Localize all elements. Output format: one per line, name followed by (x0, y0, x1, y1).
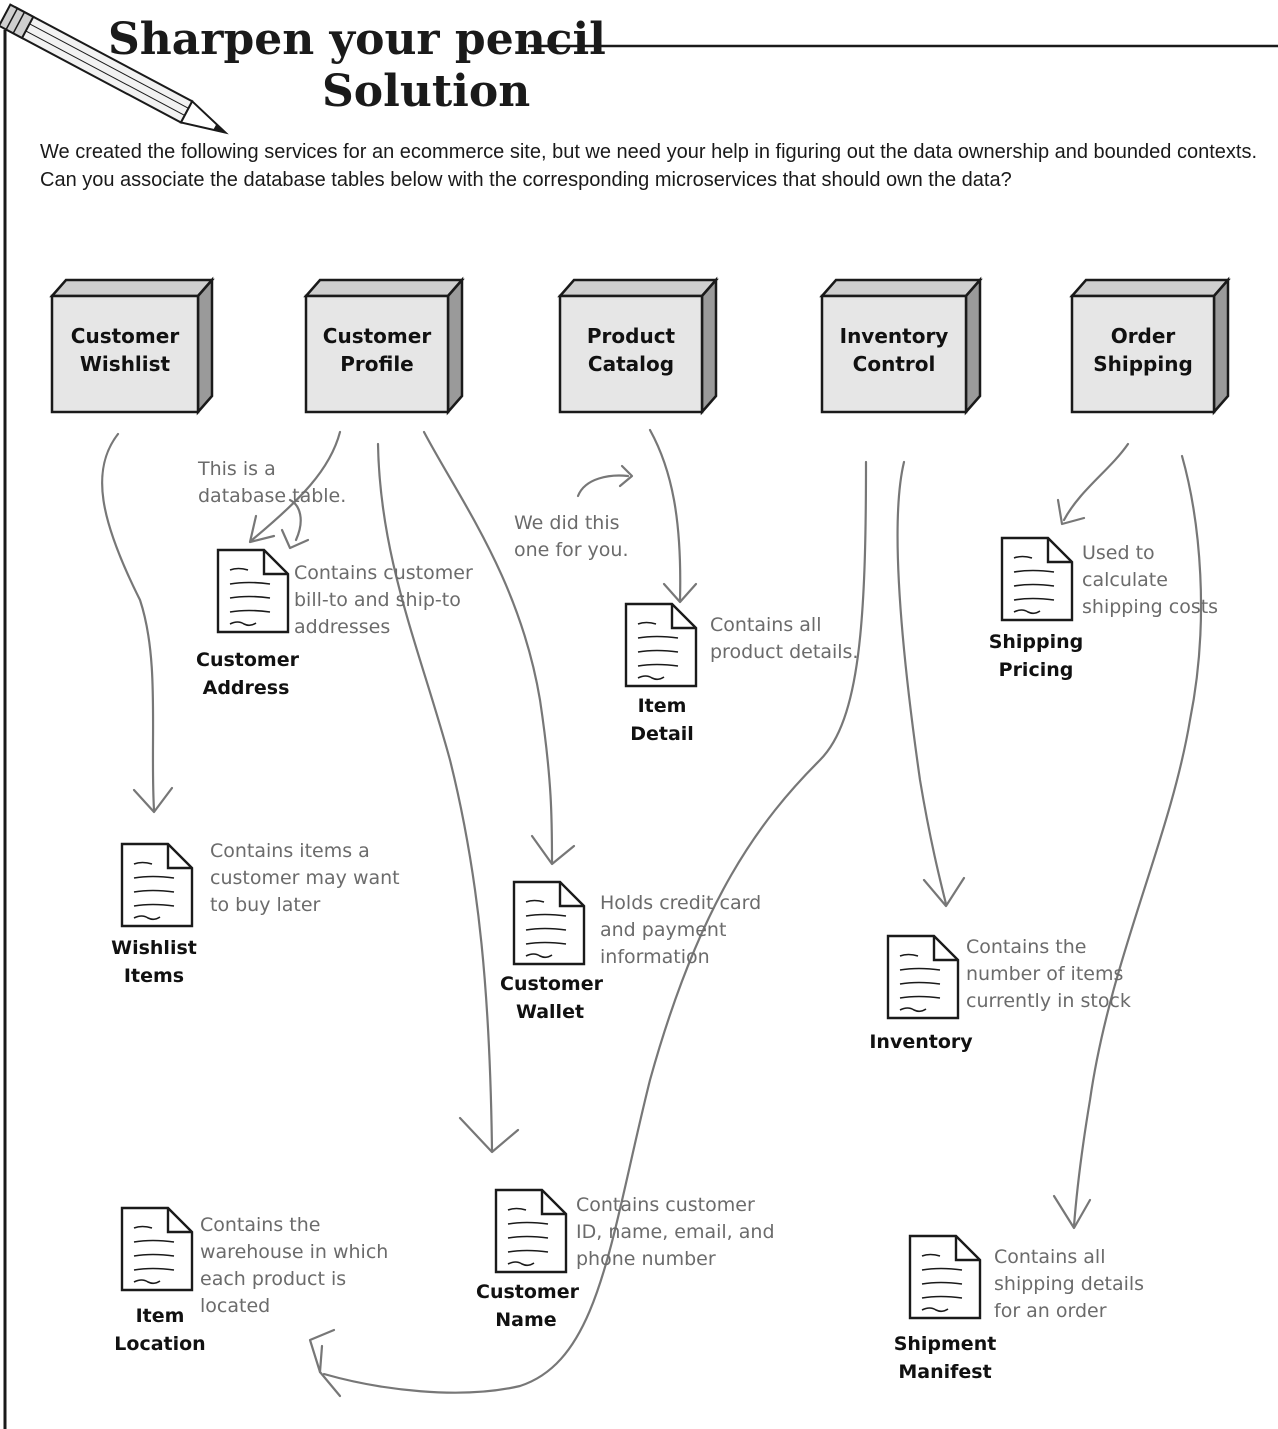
title-line-2: Solution (322, 66, 531, 117)
note-wishlist-items: Contains items a customer may want to bu… (210, 840, 400, 916)
pencil-icon (0, 3, 229, 135)
service-box-customer-profile (303, 276, 465, 416)
document-icon (120, 1206, 194, 1292)
callout-database-table: This is a database table. (198, 458, 347, 507)
arrow-profile-to-customer-name (376, 442, 494, 1152)
table-label-item-detail: Item Detail (630, 695, 694, 745)
service-boxes (49, 276, 1231, 416)
table-label-shipping-pricing: Shipping Pricing (988, 631, 1084, 681)
note-inventory: Contains the number of items currently i… (966, 936, 1131, 1012)
arrow-inventory-control-to-item-location (322, 460, 868, 1394)
table-label-item-location: Item Location (114, 1305, 206, 1355)
document-icon (216, 548, 290, 634)
note-item-location: Contains the warehouse in which each pro… (200, 1214, 389, 1317)
note-customer-address: Contains customer bill-to and ship-to ad… (294, 562, 473, 638)
service-box-order-shipping (1069, 276, 1231, 416)
service-box-inventory-control (819, 276, 983, 416)
note-customer-name: Contains customer ID, name, email, and p… (576, 1194, 775, 1270)
service-label-customer-profile: Customer Profile (322, 324, 432, 376)
note-customer-wallet: Holds credit card and payment informatio… (600, 892, 762, 968)
arrow-shipping-to-shipment-manifest (1072, 454, 1203, 1228)
service-label-inventory-control: Inventory Control (839, 324, 949, 376)
arrow-wishlist-to-wishlist-items (101, 432, 156, 812)
document-icon (120, 842, 194, 928)
title-line-1: Sharpen your pencil (108, 14, 606, 65)
note-shipment-manifest: Contains all shipping details for an ord… (994, 1246, 1145, 1322)
service-box-product-catalog (557, 276, 719, 416)
note-shipping-pricing: Used to calculate shipping costs (1082, 542, 1219, 618)
table-label-wishlist-items: Wishlist Items (111, 937, 197, 987)
intro-text: We created the following services for an… (40, 141, 1258, 191)
service-label-order-shipping: Order Shipping (1093, 324, 1193, 376)
arrow-profile-to-customer-wallet (422, 430, 554, 864)
table-label-customer-wallet: Customer Wallet (500, 973, 603, 1023)
arrow-catalog-to-item-detail (648, 428, 682, 602)
arrow-inventory-control-to-inventory (896, 460, 948, 906)
document-icon (494, 1188, 568, 1274)
table-label-customer-address: Customer Address (196, 649, 299, 699)
table-label-customer-name: Customer Name (476, 1281, 579, 1331)
document-icon (1000, 536, 1074, 622)
callout-example: We did this one for you. (514, 512, 629, 561)
document-icon (908, 1234, 982, 1320)
service-box-customer-wishlist (49, 276, 215, 416)
table-label-shipment-manifest: Shipment Manifest (893, 1333, 997, 1383)
service-label-customer-wishlist: Customer Wishlist (70, 324, 180, 376)
document-icon (886, 934, 960, 1020)
document-icon (624, 602, 698, 688)
service-label-product-catalog: Product Catalog (586, 324, 676, 376)
note-item-detail: Contains all product details. (710, 614, 859, 663)
table-label-inventory: Inventory (869, 1031, 973, 1053)
document-icon (512, 880, 586, 966)
